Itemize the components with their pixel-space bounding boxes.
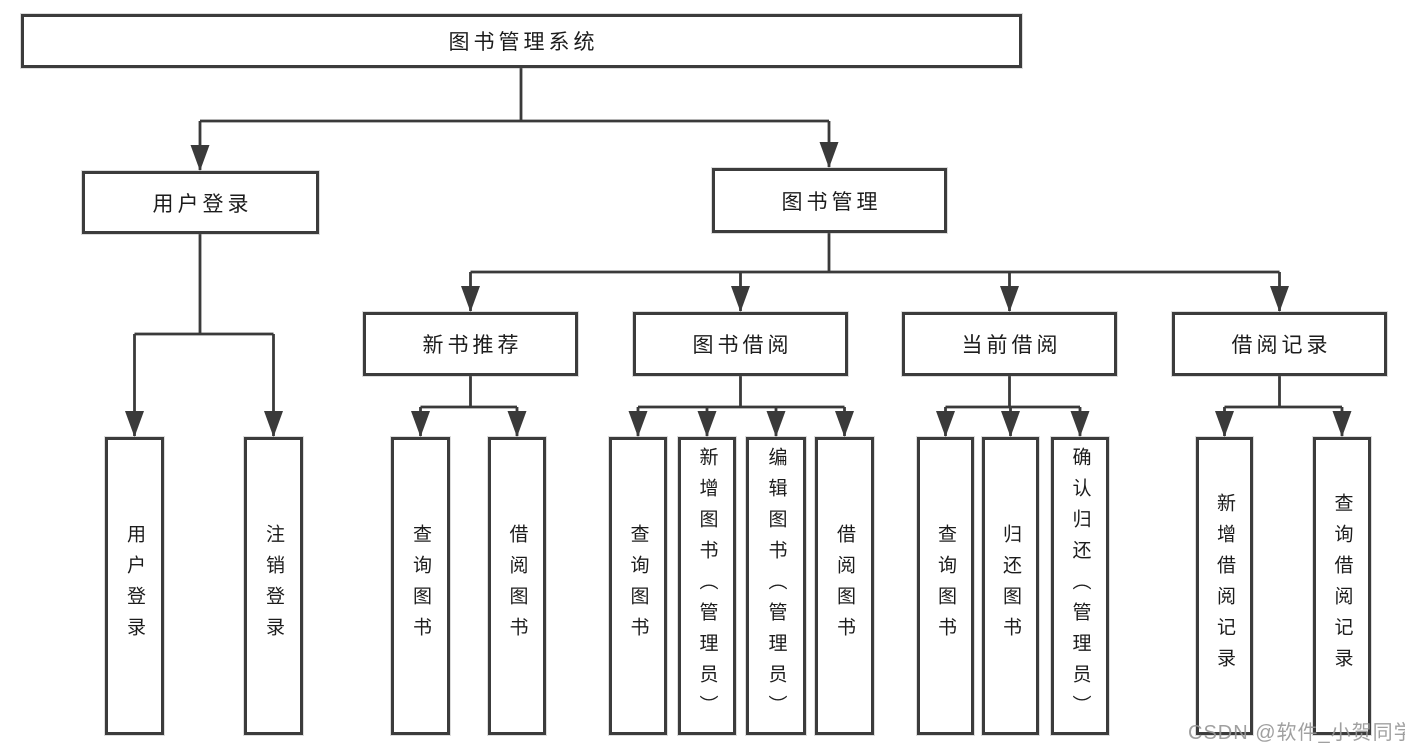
node-current-borrow: 当前借阅	[902, 312, 1117, 376]
node-book-mgmt: 图书管理	[712, 168, 947, 233]
node-new-book-rec: 新书推荐	[363, 312, 578, 376]
node-borrow-records: 借阅记录	[1172, 312, 1387, 376]
node-cb-confirm-return: 确认归还（管理员）	[1051, 437, 1109, 735]
node-rec-query-book: 查询图书	[391, 437, 450, 735]
node-leaf-user-login: 用户登录	[105, 437, 164, 735]
node-leaf-logout: 注销登录	[244, 437, 303, 735]
node-bb-add-book: 新增图书（管理员）	[678, 437, 736, 735]
node-cb-return-book: 归还图书	[982, 437, 1039, 735]
node-bb-edit-book: 编辑图书（管理员）	[746, 437, 806, 735]
node-cb-query-book: 查询图书	[917, 437, 974, 735]
node-root: 图书管理系统	[21, 14, 1022, 68]
watermark: CSDN @软件_小贺同学	[1188, 722, 1405, 744]
node-rec-borrow-book: 借阅图书	[488, 437, 546, 735]
trunk-lines	[134, 68, 1342, 409]
node-user-login: 用户登录	[82, 171, 319, 234]
node-br-add-record: 新增借阅记录	[1196, 437, 1253, 735]
node-bb-borrow-book: 借阅图书	[815, 437, 874, 735]
node-book-borrow: 图书借阅	[633, 312, 848, 376]
node-br-query-record: 查询借阅记录	[1313, 437, 1371, 735]
node-bb-query-book: 查询图书	[609, 437, 667, 735]
